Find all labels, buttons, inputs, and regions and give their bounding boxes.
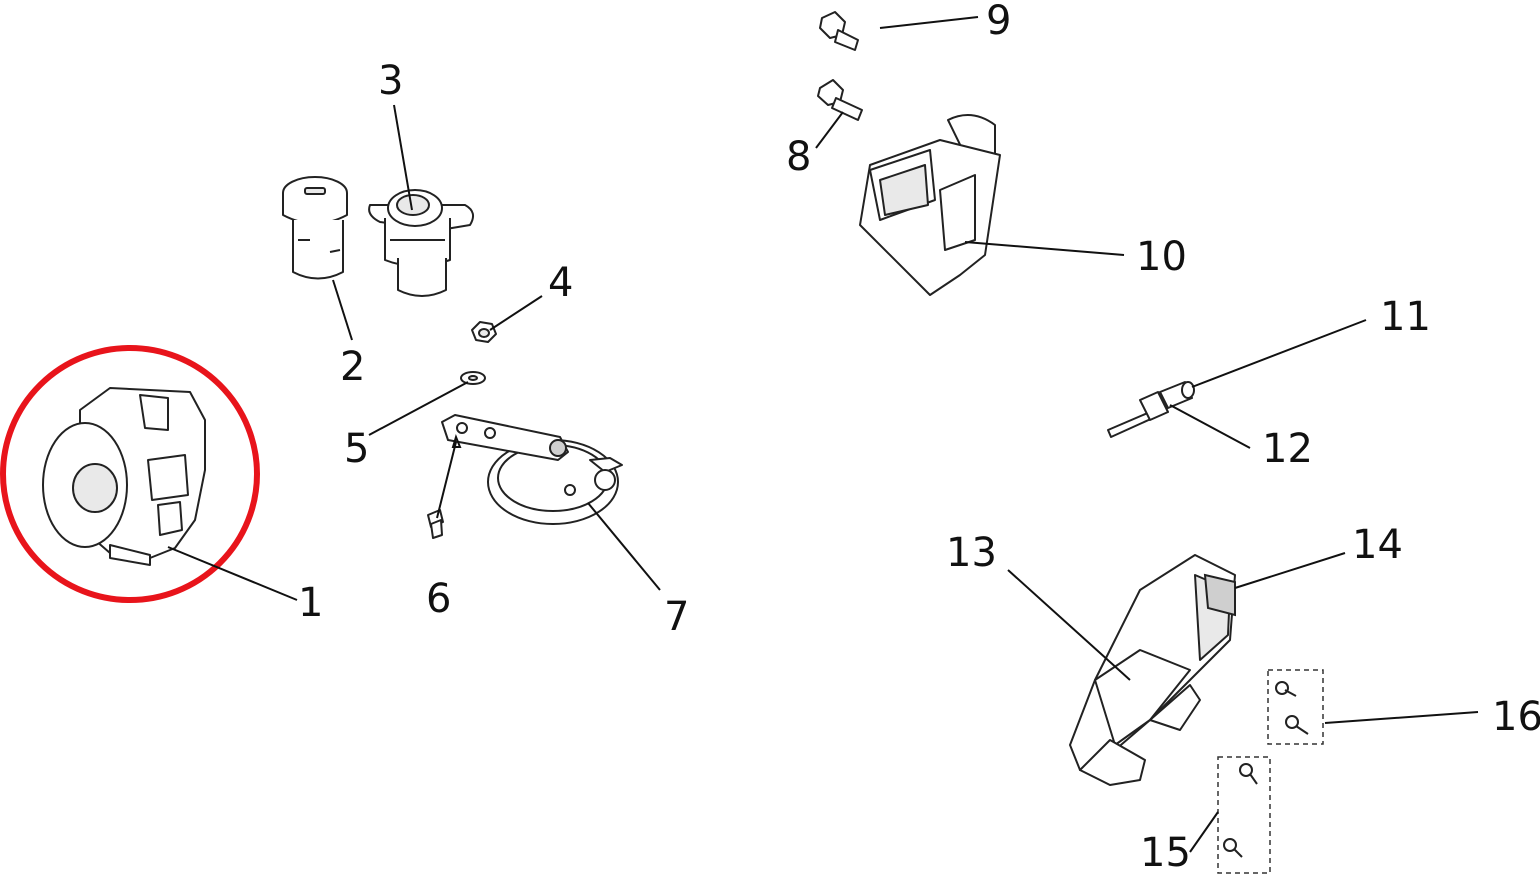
callout-5: 5 bbox=[344, 426, 369, 472]
part-7-horn[interactable] bbox=[441, 414, 623, 525]
part-11-12-sensor[interactable] bbox=[1107, 381, 1195, 438]
part-3-ignition-lock[interactable] bbox=[368, 189, 475, 297]
callout-7: 7 bbox=[664, 594, 689, 640]
callout-16: 16 bbox=[1492, 694, 1540, 740]
callout-2: 2 bbox=[340, 344, 365, 390]
callout-4: 4 bbox=[548, 260, 573, 306]
callout-15: 15 bbox=[1140, 830, 1191, 876]
highlight-circle bbox=[0, 345, 260, 603]
part-5-washer[interactable] bbox=[460, 371, 486, 385]
part-4-nut[interactable] bbox=[471, 321, 497, 343]
part-8-bolt[interactable] bbox=[817, 79, 863, 121]
part-2-lock-cylinder[interactable] bbox=[282, 176, 348, 280]
callout-14: 14 bbox=[1352, 522, 1403, 568]
part-15-screws[interactable] bbox=[1217, 756, 1271, 874]
part-10-housing[interactable] bbox=[859, 114, 1001, 296]
part-1-switch[interactable] bbox=[42, 387, 206, 566]
part-6-bolt[interactable] bbox=[427, 509, 444, 539]
callout-6: 6 bbox=[426, 576, 451, 622]
callout-8: 8 bbox=[786, 134, 811, 180]
callout-9: 9 bbox=[986, 0, 1011, 44]
part-16-screws[interactable] bbox=[1267, 669, 1324, 745]
callout-10: 10 bbox=[1136, 234, 1187, 280]
callout-1: 1 bbox=[298, 580, 323, 626]
callout-11: 11 bbox=[1380, 294, 1431, 340]
callout-13: 13 bbox=[946, 530, 997, 576]
part-14-connector[interactable] bbox=[1203, 573, 1236, 617]
part-9-bolt[interactable] bbox=[819, 11, 859, 51]
callout-12: 12 bbox=[1262, 426, 1313, 472]
callout-3: 3 bbox=[378, 58, 403, 104]
leader-lines bbox=[167, 16, 1479, 853]
